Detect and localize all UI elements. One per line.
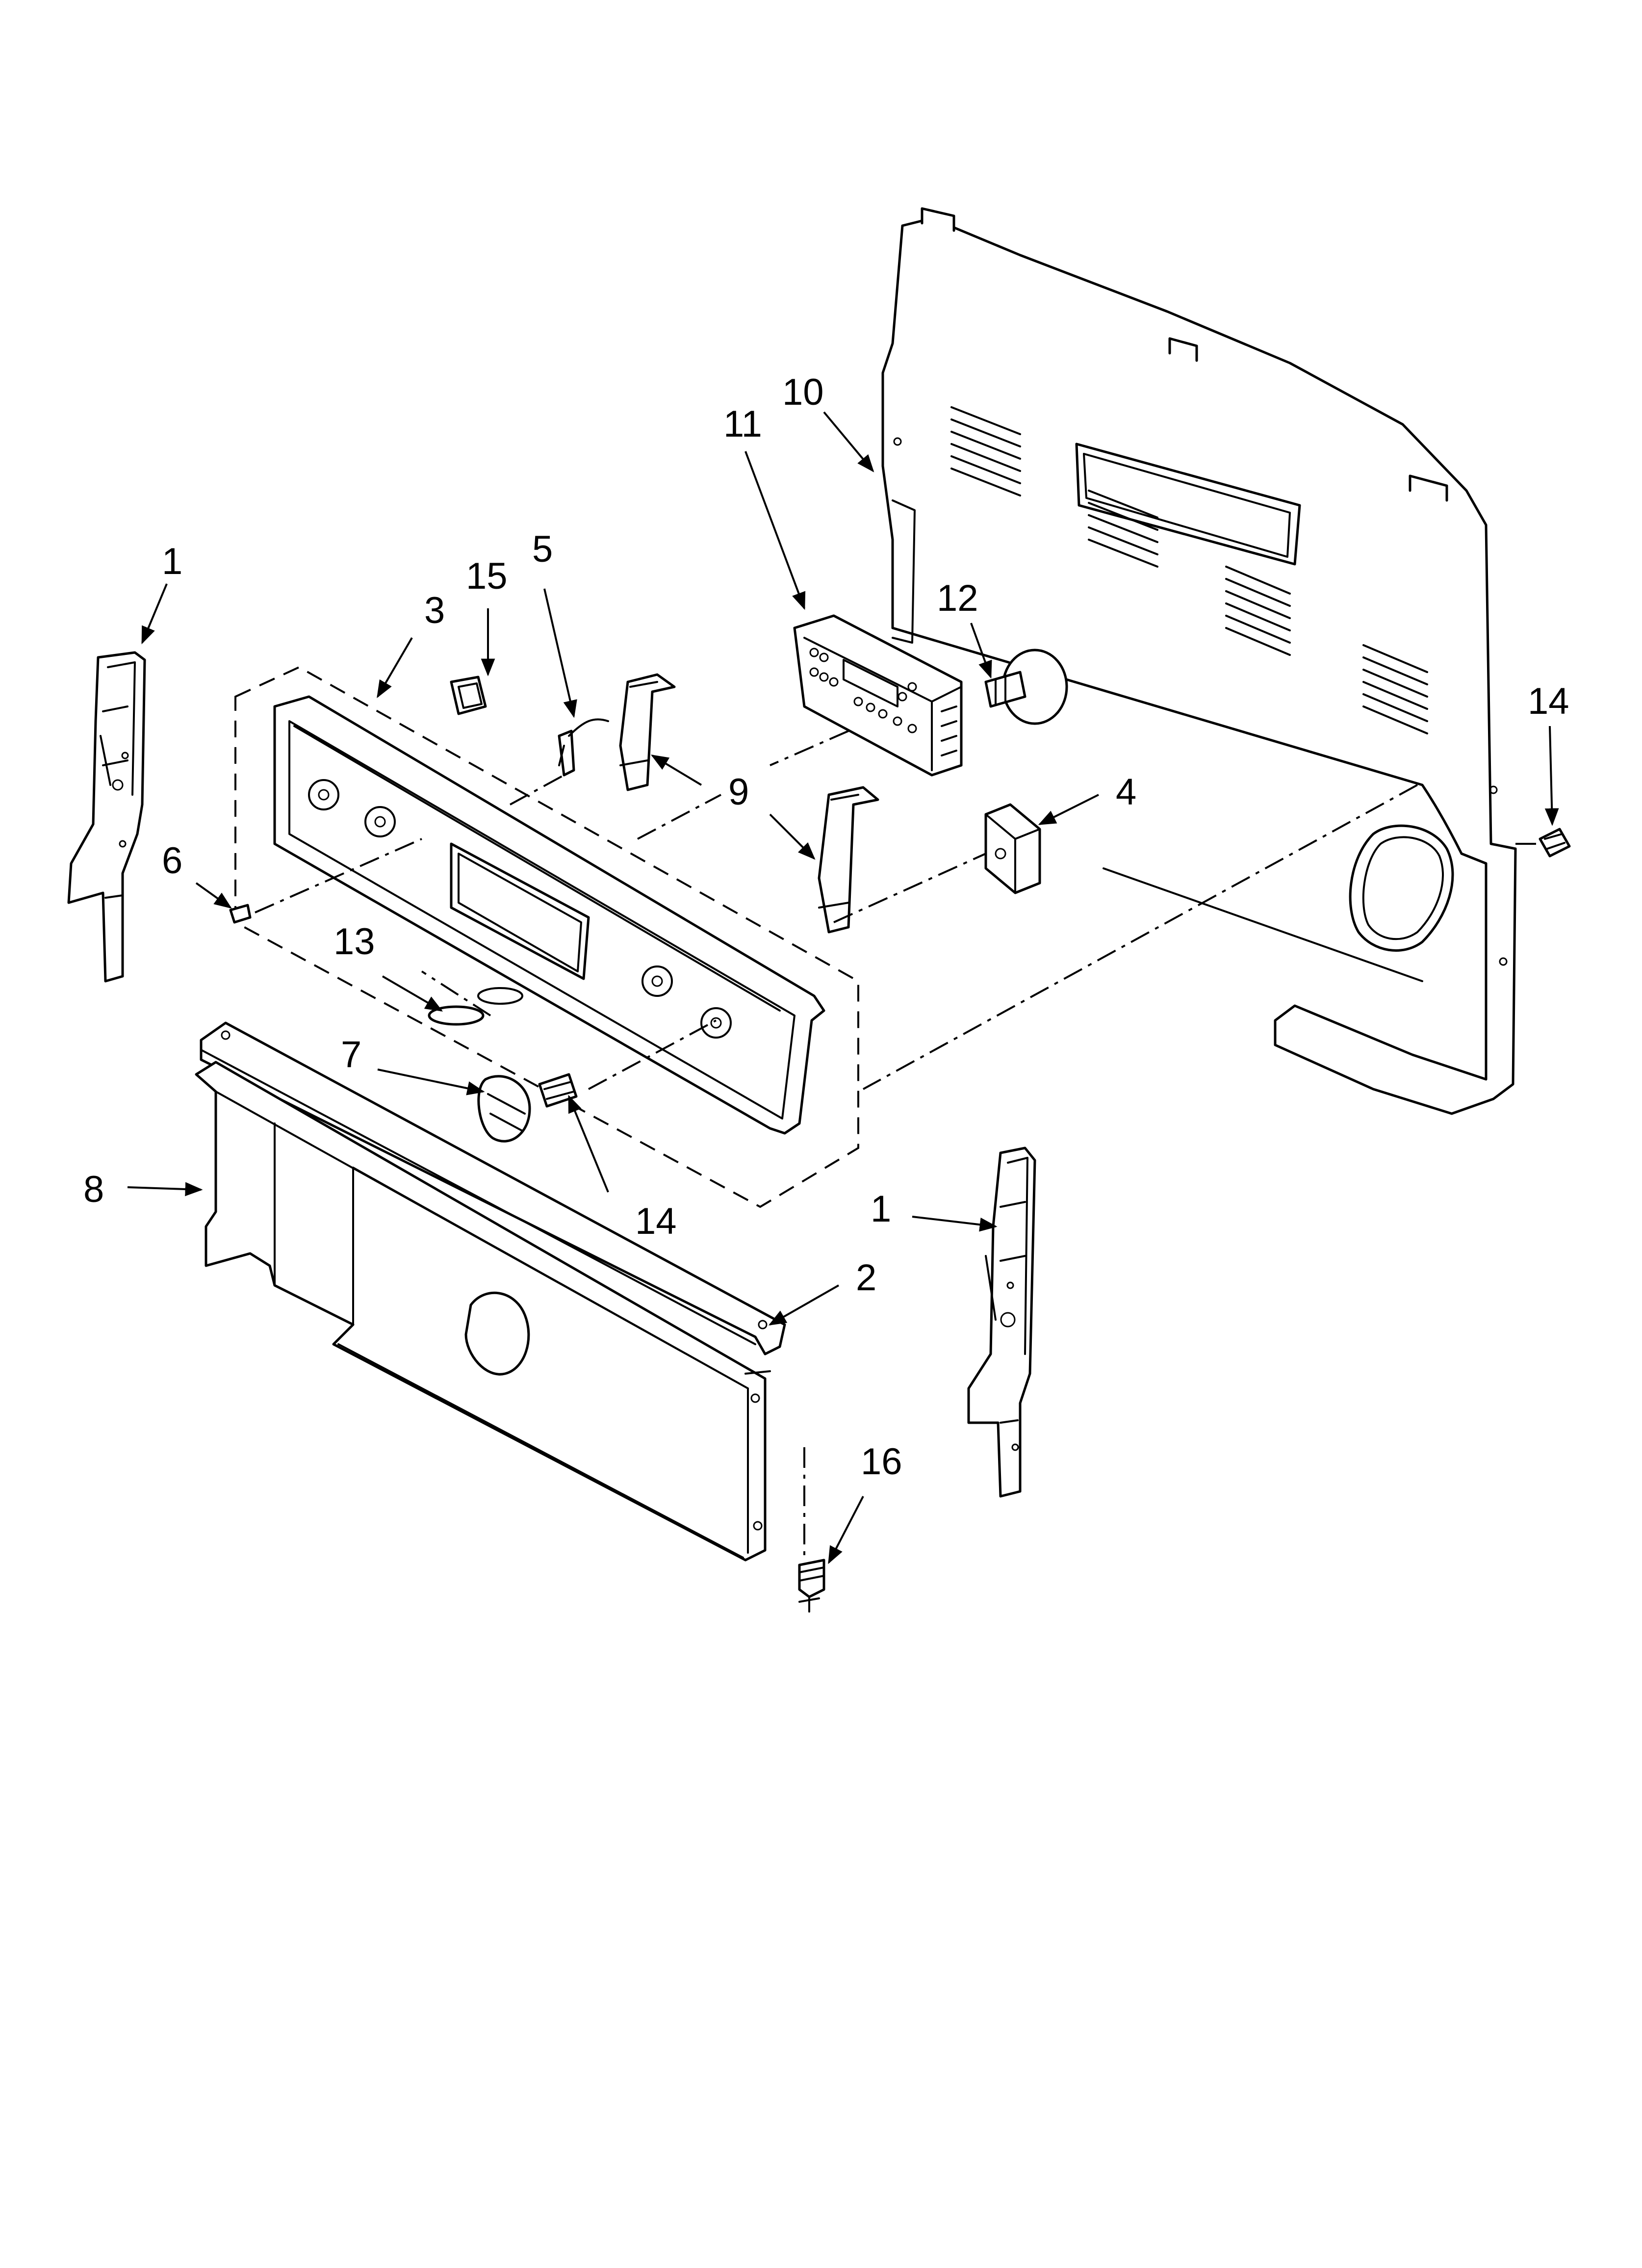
screw-small: [229, 904, 252, 924]
vent-slots-d: [1362, 644, 1428, 734]
screw-bottom: [798, 1559, 825, 1613]
callout-1-left: 1: [162, 541, 182, 582]
leader-lines: [127, 411, 1559, 1564]
clip: [450, 676, 487, 715]
callout-7: 7: [341, 1034, 361, 1075]
callout-labels: 1 1 2 3 4 5 6 7 8 9 10 11 12 13 14 14 15…: [83, 371, 1569, 1483]
sensor: [984, 649, 1068, 725]
vent-slots-c: [1225, 566, 1291, 656]
callout-14-rear: 14: [1528, 680, 1569, 722]
side-bracket-left: [67, 651, 146, 983]
control-knob-holes: [308, 779, 732, 1039]
bracket-lower: [818, 786, 879, 934]
callout-8: 8: [83, 1169, 104, 1210]
rear-panel: [881, 207, 1517, 1115]
control-knob: [477, 1075, 531, 1143]
callout-3: 3: [424, 590, 445, 631]
callout-2: 2: [856, 1257, 876, 1299]
callout-16: 16: [861, 1441, 902, 1483]
switch-block: [984, 803, 1041, 894]
control-panel: [273, 695, 825, 1135]
screw-rear: [1539, 828, 1571, 858]
callout-5: 5: [532, 528, 553, 570]
callout-15: 15: [466, 555, 508, 597]
alignment-lines: [255, 730, 1540, 1560]
lower-panel: [195, 1061, 771, 1562]
callout-4: 4: [1116, 771, 1136, 813]
callout-10: 10: [782, 371, 824, 413]
control-buttons: [809, 648, 917, 733]
wire-harness: [558, 718, 609, 777]
electronic-control: [793, 614, 963, 777]
side-bracket-right: [967, 1147, 1036, 1498]
vent-slots-b: [1088, 490, 1158, 568]
bracket-upper: [619, 673, 676, 791]
callout-13: 13: [334, 921, 375, 963]
callout-11: 11: [723, 403, 762, 445]
callout-1-right: 1: [871, 1188, 891, 1230]
callout-6: 6: [162, 840, 182, 882]
callout-14-front: 14: [635, 1200, 677, 1242]
vent-slots-a: [950, 406, 1021, 496]
callout-12: 12: [937, 577, 978, 619]
callout-9: 9: [728, 771, 749, 813]
emblem: [428, 1005, 485, 1026]
